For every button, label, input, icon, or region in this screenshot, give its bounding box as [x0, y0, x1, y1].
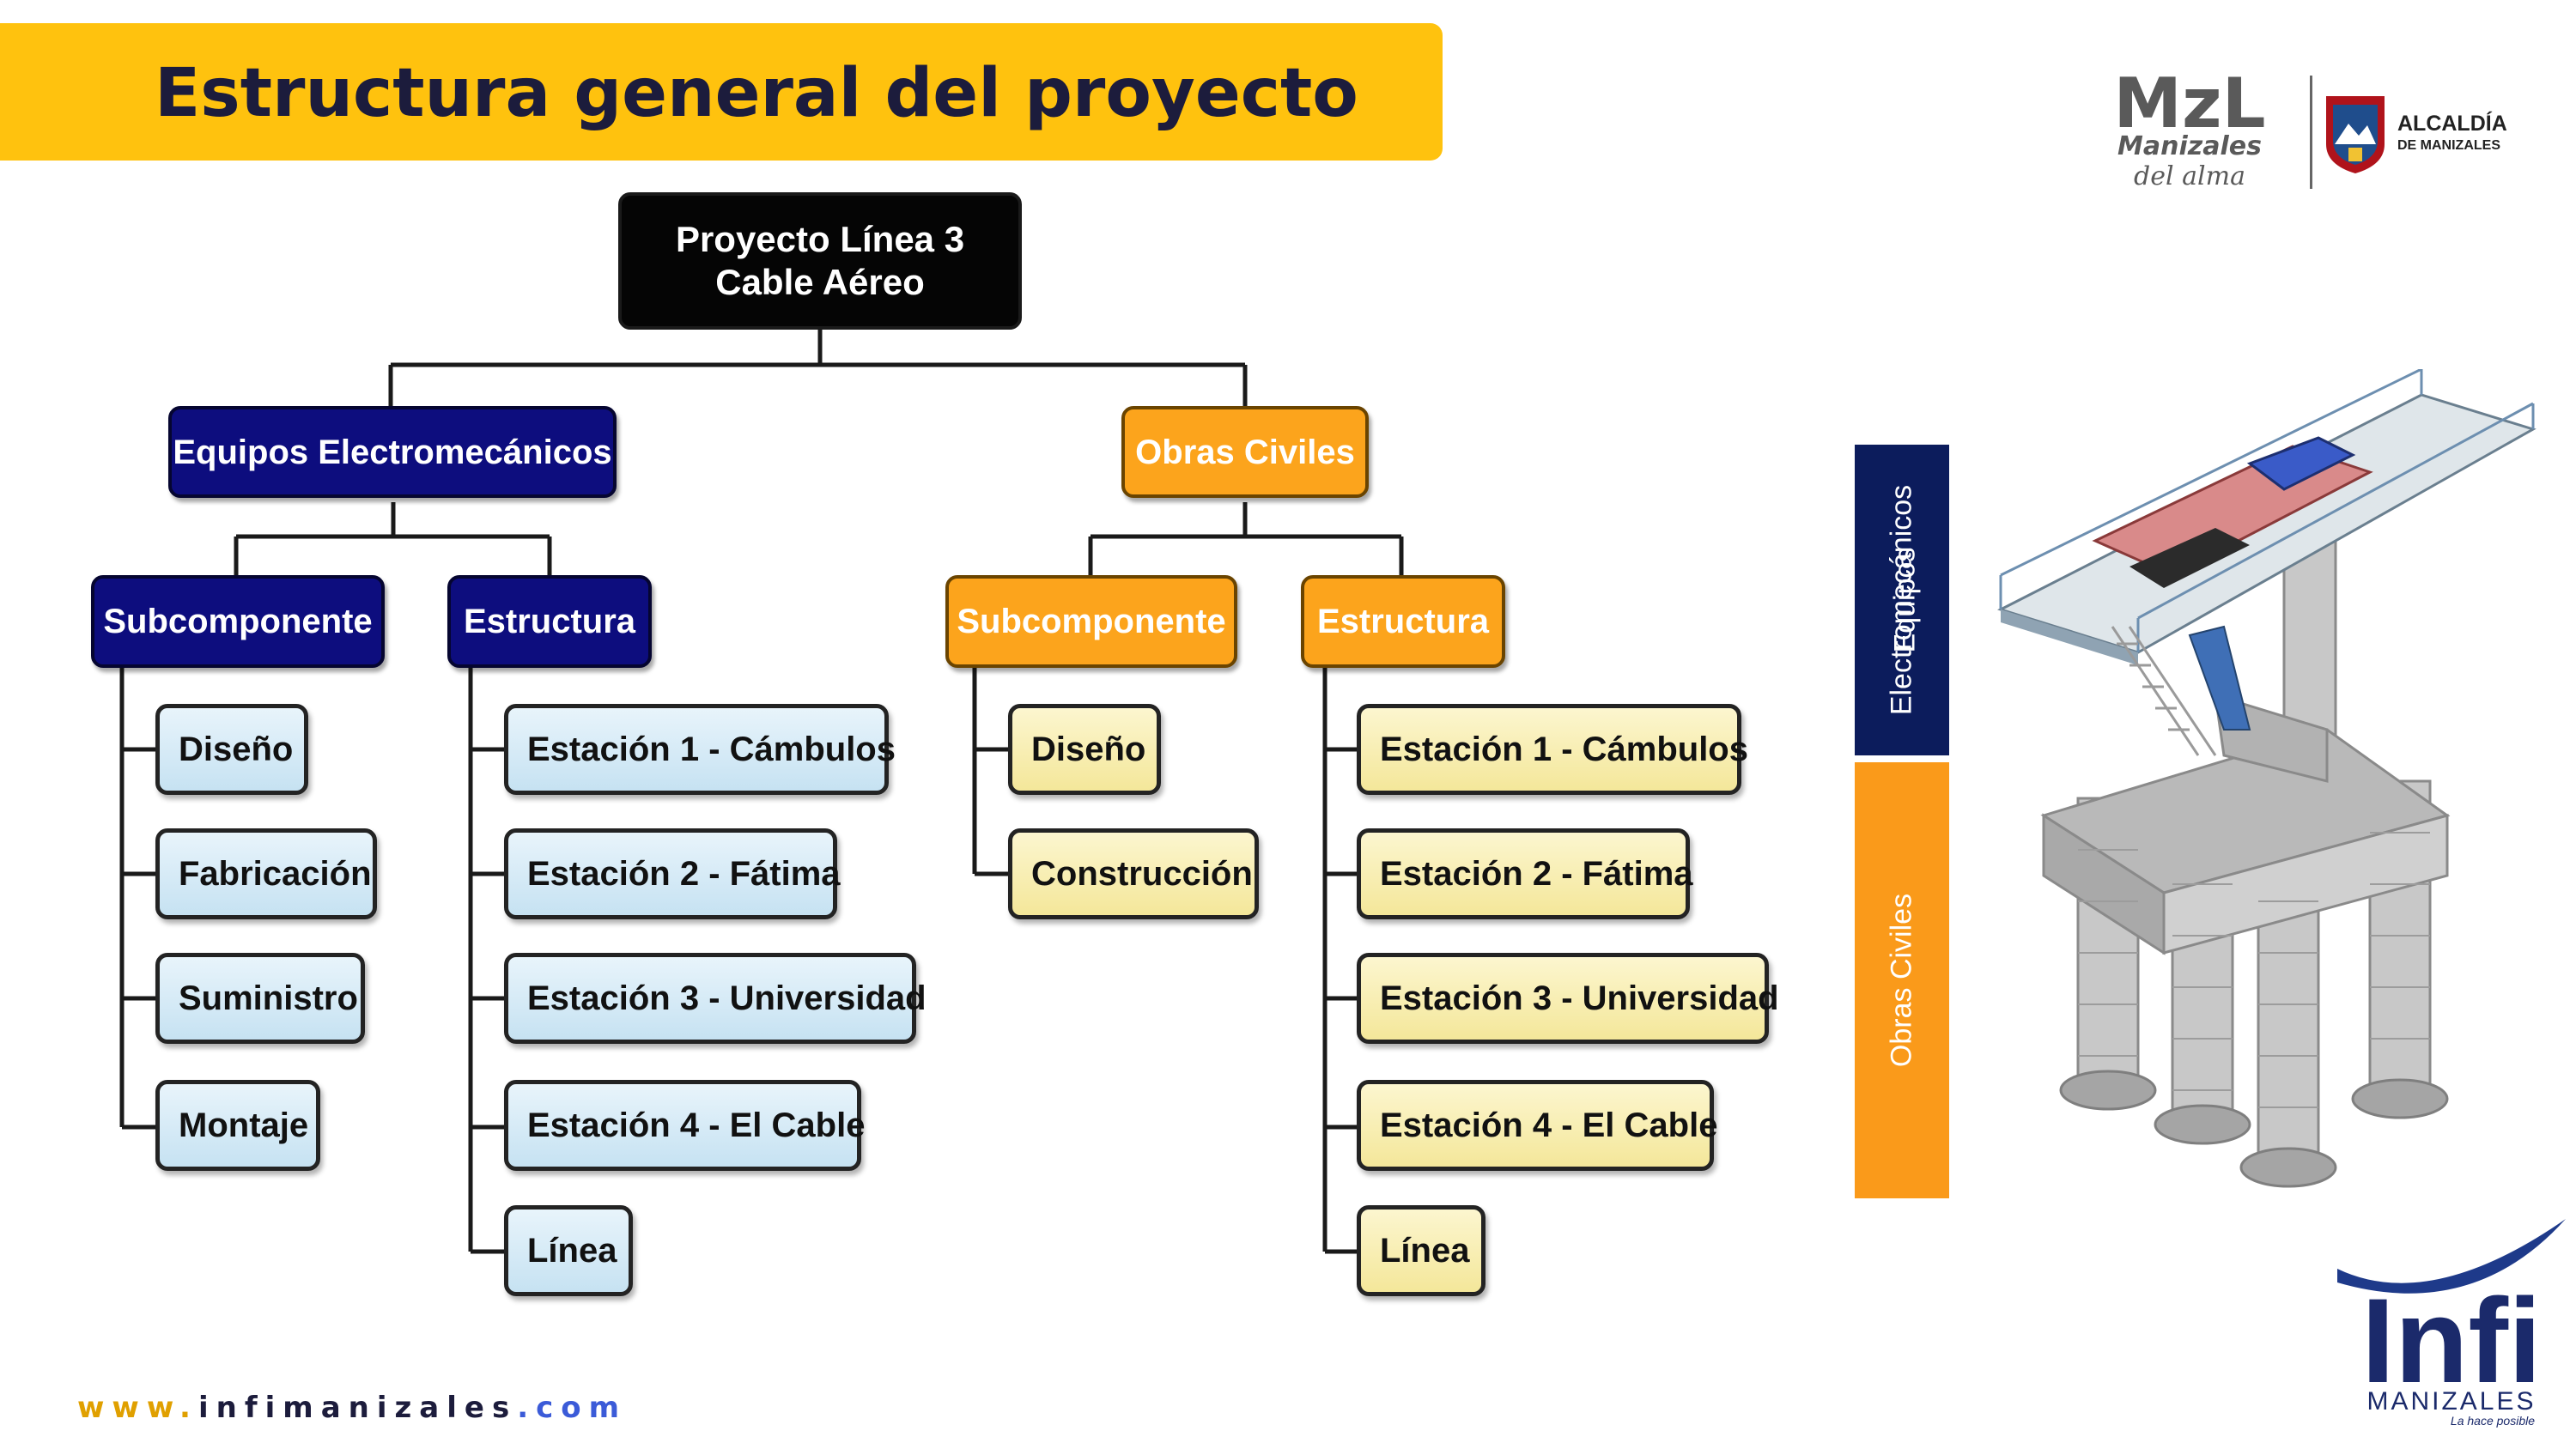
tree-connectors [119, 326, 1404, 1254]
side-band-obras-civiles: Obras Civiles [1855, 762, 1949, 1198]
website-prefix: www. [77, 1391, 198, 1425]
page-title: Estructura general del proyecto [155, 55, 1358, 132]
right-est-item-estacion-1: Estación 1 - Cámbulos [1357, 704, 1748, 795]
left-estructura-node: Estructura [447, 575, 652, 668]
mzl-logo-line2: del alma [2134, 161, 2245, 191]
right-est-item-estacion-4: Estación 4 - El Cable [1357, 1080, 1717, 1171]
logo-divider [2310, 76, 2312, 189]
left-subcomponente-node: Subcomponente [91, 575, 385, 668]
left-est-item-estacion-4: Estación 4 - El Cable [504, 1080, 865, 1171]
left-sub-item-fabricacion: Fabricación [155, 828, 377, 919]
left-est-item-estacion-2: Estación 2 - Fátima [504, 828, 841, 919]
right-subcomponente-node: Subcomponente [945, 575, 1237, 668]
root-node-label: Proyecto Línea 3 Cable Aéreo [675, 218, 965, 302]
alcaldia-line1: ALCALDÍA [2397, 111, 2507, 136]
left-est-item-linea: Línea [504, 1205, 633, 1296]
side-label-electromecanicos: Electromecánicos [1885, 484, 1918, 716]
station-structure-illustration [1997, 369, 2537, 1188]
alcaldia-logo: ALCALDÍA DE MANIZALES [2397, 111, 2507, 153]
website-link[interactable]: www.infimanizales.com [77, 1391, 627, 1425]
left-est-item-estacion-1: Estación 1 - Cámbulos [504, 704, 896, 795]
website-name: infimanizales [197, 1391, 518, 1425]
alcaldia-shield-icon [2326, 96, 2385, 173]
right-est-item-estacion-2: Estación 2 - Fátima [1357, 828, 1693, 919]
infi-logo: Infi MANIZALES La hace posible [2337, 1219, 2566, 1428]
side-band-electromecanicos: Equipos Electromecánicos [1855, 445, 1949, 755]
right-est-item-estacion-3: Estación 3 - Universidad [1357, 953, 1779, 1044]
alcaldia-line2: DE MANIZALES [2397, 138, 2500, 153]
obras-civiles-node: Obras Civiles [1121, 406, 1369, 498]
mzl-logo-mark: MzL [2113, 69, 2265, 143]
infi-swoosh-icon [2337, 1219, 2566, 1294]
equipos-electromecanicos-node: Equipos Electromecánicos [168, 406, 617, 498]
right-estructura-node: Estructura [1301, 575, 1505, 668]
root-node: Proyecto Línea 3 Cable Aéreo [618, 192, 1022, 330]
left-sub-item-suministro: Suministro [155, 953, 365, 1044]
side-label-obras-civiles: Obras Civiles [1885, 893, 1918, 1068]
left-sub-item-montaje: Montaje [155, 1080, 320, 1171]
infi-logo-line2: La hace posible [2451, 1414, 2535, 1428]
infi-logo-line1: MANIZALES [2366, 1387, 2536, 1416]
left-sub-item-diseno: Diseño [155, 704, 308, 795]
left-est-item-estacion-3: Estación 3 - Universidad [504, 953, 927, 1044]
right-est-item-linea: Línea [1357, 1205, 1485, 1296]
mzl-logo-line1: Manizales [2117, 131, 2262, 161]
website-suffix: .com [517, 1391, 628, 1425]
mzl-logo: MzL Manizales del alma [2113, 69, 2265, 191]
right-sub-item-diseno: Diseño [1008, 704, 1161, 795]
right-sub-item-construccion: Construcción [1008, 828, 1259, 919]
title-banner [0, 23, 1443, 161]
infi-logo-mark: Infi [2361, 1273, 2542, 1408]
